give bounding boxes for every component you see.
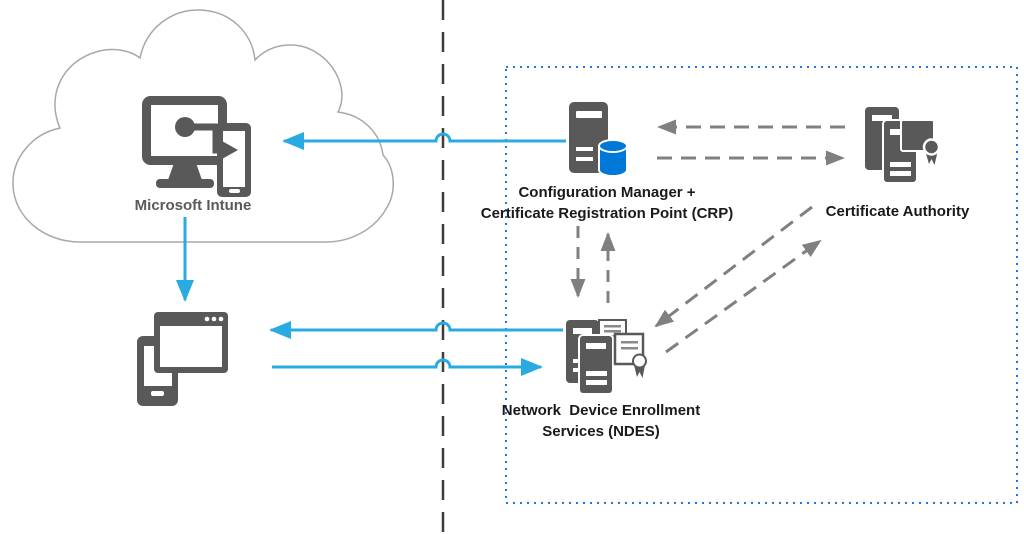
device-browser-phone-icon bbox=[137, 312, 228, 406]
ndes-server-slot bbox=[586, 343, 606, 349]
arrow-ndes-to-ca bbox=[665, 239, 822, 354]
arrow-ndes-to-device bbox=[269, 321, 563, 339]
ndes-server-slot bbox=[586, 371, 607, 376]
monitor-stand bbox=[168, 163, 202, 180]
ca-server-slot bbox=[890, 162, 911, 167]
browser-dot bbox=[204, 316, 210, 322]
certificate-authority-label: Certificate Authority bbox=[795, 201, 1000, 222]
document-line bbox=[621, 341, 638, 344]
config-manager-label-line2: Certificate Registration Point (CRP) bbox=[480, 205, 734, 222]
intune-label: Microsoft Intune bbox=[93, 195, 293, 216]
server-slot bbox=[576, 111, 602, 118]
intune-monitor-phone-icon bbox=[142, 96, 251, 197]
ndes-certificate-seal bbox=[632, 353, 647, 369]
database-top bbox=[598, 139, 628, 153]
browser-content bbox=[160, 326, 222, 367]
ndes-certificate-ribbon bbox=[634, 365, 645, 378]
ndes-label-line1: Network Device Enrollment bbox=[501, 402, 701, 419]
ca-server-slot bbox=[872, 115, 892, 121]
ca-server-slot bbox=[890, 171, 911, 176]
config-manager-label-line1: Configuration Manager + bbox=[518, 184, 696, 201]
ndes-server-icon bbox=[566, 319, 647, 395]
ndes-label: Network Device Enrollment Services (NDES… bbox=[450, 400, 752, 442]
server-slot bbox=[576, 147, 593, 151]
arrow-cm-to-intune bbox=[282, 132, 566, 150]
certificate-authority-icon bbox=[865, 107, 941, 184]
certificate-seal bbox=[922, 138, 941, 156]
browser-dot bbox=[218, 316, 224, 322]
document-line bbox=[621, 347, 638, 350]
database-body bbox=[598, 146, 628, 177]
certificate-authority-label-text: Certificate Authority bbox=[825, 203, 970, 220]
sync-dot bbox=[175, 117, 195, 137]
ndes-server-slot bbox=[573, 328, 592, 334]
ndes-server-front bbox=[578, 334, 614, 395]
sync-arrow-head bbox=[222, 141, 238, 159]
arrow-device-to-ndes bbox=[272, 358, 543, 376]
document-line bbox=[604, 325, 621, 328]
config-manager-server-icon bbox=[569, 102, 628, 177]
document-line bbox=[604, 330, 621, 333]
server-slot bbox=[576, 157, 593, 161]
device-phone-home-button bbox=[151, 391, 164, 396]
ndes-server-slot bbox=[586, 380, 607, 385]
monitor-base bbox=[156, 179, 214, 188]
phone-home-button bbox=[229, 189, 240, 193]
config-manager-label: Configuration Manager + Certificate Regi… bbox=[455, 182, 759, 224]
browser-dot bbox=[211, 316, 217, 322]
phone-screen bbox=[223, 131, 245, 187]
ndes-label-line2: Services (NDES) bbox=[542, 423, 660, 440]
intune-label-text: Microsoft Intune bbox=[134, 197, 252, 214]
sync-arrow-shaft bbox=[190, 123, 223, 154]
arrow-ca-to-ndes bbox=[654, 205, 813, 328]
corporate-network-boundary bbox=[505, 66, 1018, 504]
